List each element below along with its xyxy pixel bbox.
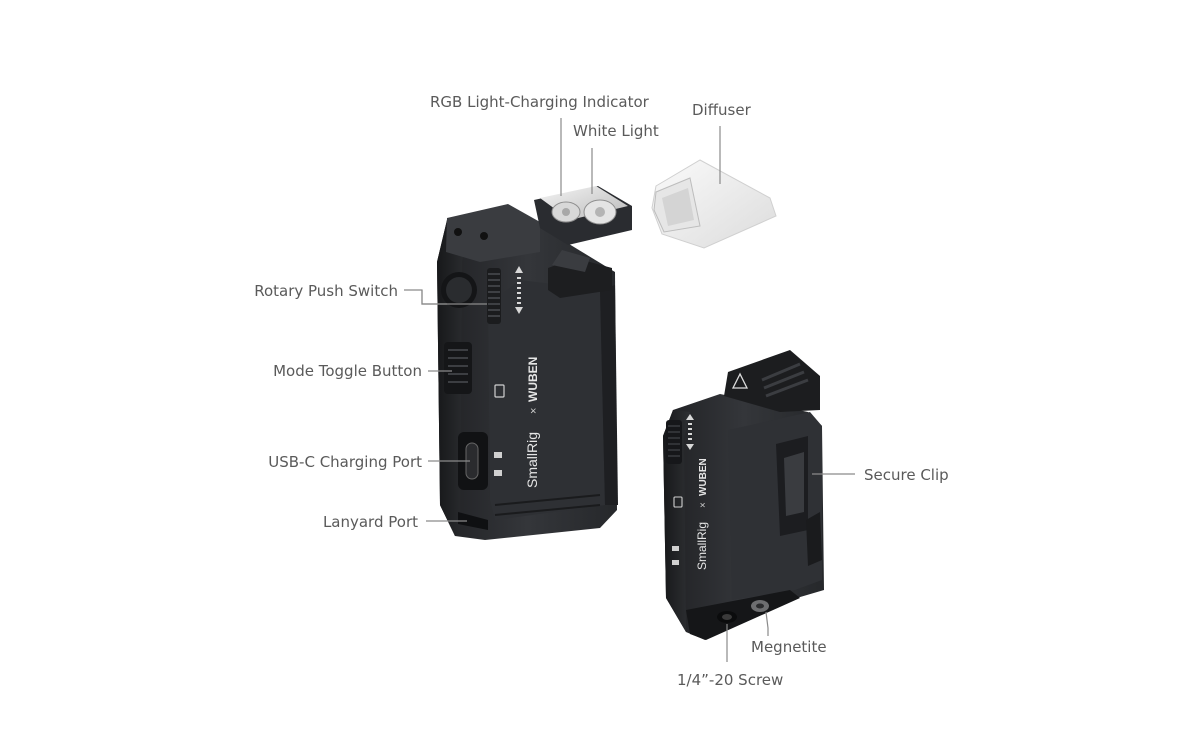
label-screw: 1/4”-20 Screw: [677, 671, 784, 689]
label-rotary-push-switch: Rotary Push Switch: [254, 282, 398, 300]
leader-rotary-switch: [421, 290, 487, 305]
battery-icon: [494, 384, 505, 398]
lock-icon: [494, 452, 502, 476]
brand-logo-wuben: WUBEN: [698, 458, 709, 496]
leader-magnetite: [765, 611, 769, 636]
diffuser-cap: [651, 159, 777, 249]
magnetite: [751, 600, 769, 612]
rotation-arrow-icon: [686, 414, 694, 450]
brand-logo-smallrig: SmallRig: [695, 522, 709, 570]
lock-icon: [672, 546, 679, 551]
light-head: [534, 186, 632, 245]
warning-triangle-icon: [731, 372, 749, 389]
screw-mount[interactable]: [717, 611, 737, 623]
label-magnetite: Megnetite: [751, 638, 827, 656]
screw-head-icon: [480, 232, 488, 240]
label-secure-clip: Secure Clip: [864, 466, 949, 484]
lock-icon: [672, 560, 679, 565]
flashlight-front-view: SmallRig × WUBEN: [437, 186, 632, 540]
brand-logo-smallrig: SmallRig: [524, 432, 540, 488]
secure-clip[interactable]: [728, 412, 822, 600]
rotary-push-switch[interactable]: [441, 268, 501, 324]
brand-logo-wuben: WUBEN: [526, 357, 540, 402]
screw-head-icon: [454, 228, 462, 236]
label-diffuser: Diffuser: [692, 101, 751, 119]
usb-c-charging-port[interactable]: [458, 432, 488, 490]
label-usb-c-charging-port: USB-C Charging Port: [268, 453, 422, 471]
mode-toggle-button[interactable]: [444, 342, 472, 394]
label-white-light: White Light: [573, 122, 659, 140]
flashlight-rear-view: SmallRig × WUBEN: [663, 350, 824, 640]
battery-icon: [673, 496, 683, 508]
lanyard-port[interactable]: [458, 512, 488, 530]
clip-head: [724, 350, 820, 412]
leader-lines: [404, 118, 855, 662]
brand-separator: ×: [528, 408, 540, 414]
label-lanyard-port: Lanyard Port: [322, 513, 418, 531]
brand-separator: ×: [698, 502, 709, 508]
rotation-arrow-icon: [515, 266, 523, 314]
label-mode-toggle-button: Mode Toggle Button: [273, 362, 422, 380]
label-rgb-light-charging-indicator: RGB Light-Charging Indicator: [430, 93, 649, 111]
